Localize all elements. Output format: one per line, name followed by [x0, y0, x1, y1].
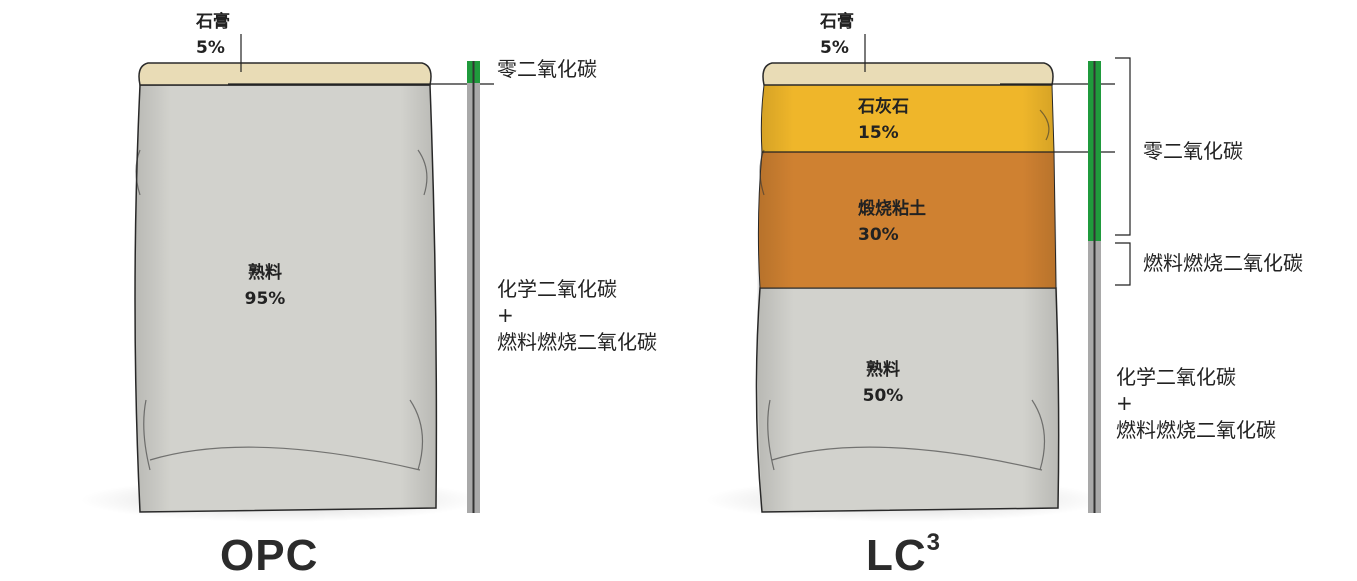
- opc-title: OPC: [220, 531, 318, 580]
- opc-gypsum-name: 石膏: [195, 11, 230, 32]
- lc3-bottom-fuel-co2-label: 燃料燃烧二氧化碳: [1116, 418, 1276, 442]
- lc3-co2-bar: [1088, 61, 1101, 513]
- opc-fuel-co2-label: 燃料燃烧二氧化碳: [497, 330, 657, 354]
- lc3-gypsum-layer: [762, 62, 1054, 86]
- opc-clinker-name: 熟料: [248, 262, 282, 283]
- lc3-title-text: LC: [866, 531, 927, 580]
- lc3-clinker-name: 熟料: [866, 359, 900, 380]
- opc-gypsum-pct: 5%: [196, 38, 225, 58]
- opc-bag-shading: [135, 85, 437, 512]
- opc-plus-sign: +: [497, 303, 514, 327]
- lc3-fuel-co2-bracket: [1115, 242, 1131, 286]
- lc3-limestone-name: 石灰石: [857, 96, 909, 117]
- lc3-zero-co2-bracket: [1115, 57, 1131, 236]
- lc3-bag-shading: [757, 85, 1059, 512]
- lc3-title: LC3: [866, 529, 941, 580]
- opc-bag: [80, 62, 480, 522]
- opc-bag-creases: [135, 149, 428, 471]
- opc-clinker-pct: 95%: [245, 289, 286, 309]
- lc3-chemical-co2-label: 化学二氧化碳: [1116, 365, 1236, 389]
- lc3-calcined-clay-pct: 30%: [858, 225, 899, 245]
- lc3-fuel-co2-label: 燃料燃烧二氧化碳: [1143, 251, 1303, 275]
- lc3-limestone-pct: 15%: [858, 123, 899, 143]
- opc-co2-bar: [467, 61, 480, 513]
- opc-zero-co2-label: 零二氧化碳: [497, 57, 597, 81]
- lc3-plus-sign: +: [1116, 391, 1133, 415]
- lc3-title-superscript: 3: [927, 529, 941, 556]
- lc3-gypsum-pct: 5%: [820, 38, 849, 58]
- lc3-zero-co2-label: 零二氧化碳: [1143, 139, 1243, 163]
- lc3-bag-creases: [759, 109, 1050, 471]
- opc-gypsum-layer: [138, 62, 432, 86]
- lc3-bag: [705, 62, 1105, 522]
- lc3-clinker-pct: 50%: [863, 386, 904, 406]
- lc3-gypsum-name: 石膏: [819, 11, 854, 32]
- opc-chemical-co2-label: 化学二氧化碳: [497, 277, 617, 301]
- lc3-calcined-clay-name: 煅烧粘土: [858, 198, 926, 219]
